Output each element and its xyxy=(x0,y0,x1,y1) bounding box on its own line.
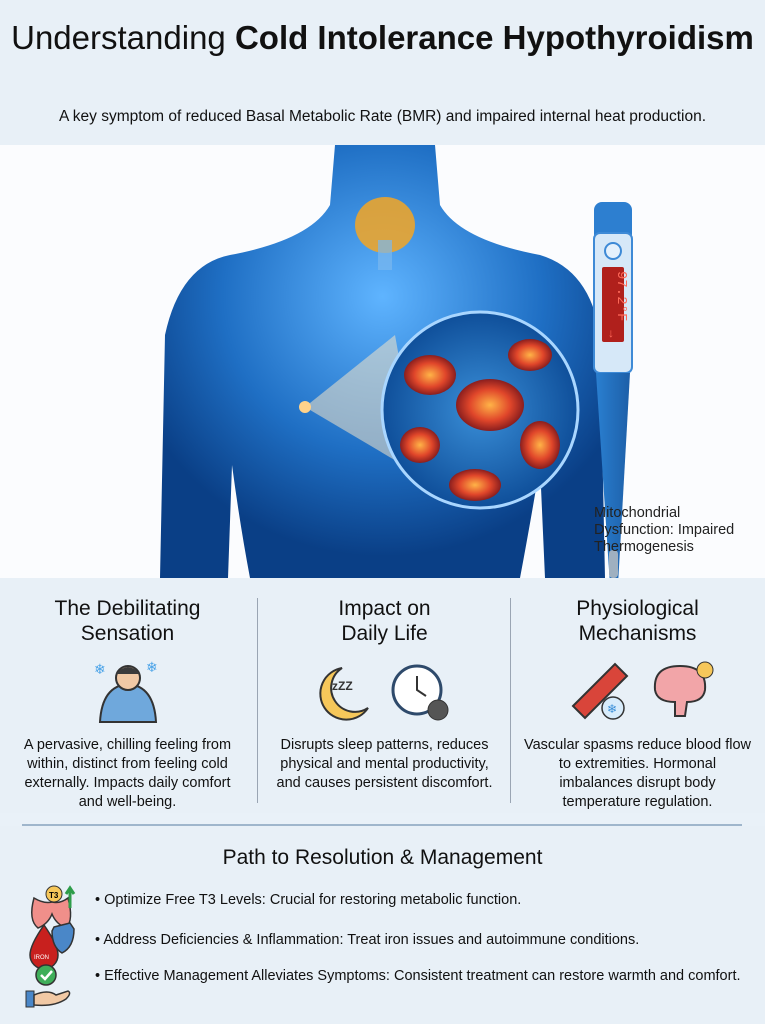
cold-person-blanket-icon: ❄❄ xyxy=(94,659,158,723)
divider xyxy=(257,598,258,803)
svg-text:T3: T3 xyxy=(49,891,59,900)
divider xyxy=(510,598,511,803)
thermometer-icon xyxy=(593,202,633,578)
thermometer-arrow: ↓ xyxy=(608,326,614,340)
column-daily-life: Impact on Daily Life zZZ Disrupts sleep … xyxy=(257,596,512,793)
column-text: A pervasive, chilling feeling from withi… xyxy=(23,737,232,810)
page-title: Understanding Cold Intolerance Hypothyro… xyxy=(0,18,765,58)
hero-illustration: 97.2°F ↓ xyxy=(0,145,765,578)
svg-text:IRON: IRON xyxy=(34,955,49,961)
item-text: Address Deficiencies & Inflammation: Tre… xyxy=(95,931,755,950)
body-illustration: 97.2°F ↓ xyxy=(160,145,633,578)
thyroid-t3-icon: T3 xyxy=(31,885,76,929)
hero-caption: Mitochondrial Dysfunction: Impaired Ther… xyxy=(594,505,734,556)
management-section: Path to Resolution & Management T3 Optim… xyxy=(0,826,765,1024)
column-text: Vascular spasms reduce blood flow to ext… xyxy=(524,737,752,810)
title-bold: Cold Intolerance Hypothyroidism xyxy=(234,19,754,56)
info-columns: The Debilitating Sensation ❄❄ A pervasiv… xyxy=(0,578,765,813)
column-title: The Debilitating Sensation xyxy=(54,597,201,645)
mitochondria xyxy=(400,339,560,501)
caption-line: Thermogenesis xyxy=(594,539,694,555)
item-text: Optimize Free T3 Levels: Crucial for res… xyxy=(95,891,755,910)
svg-text:❄: ❄ xyxy=(94,661,106,677)
thermometer-reading: 97.2°F xyxy=(613,271,629,321)
hand-check-icon xyxy=(25,964,71,1008)
item-text: Effective Management Alleviates Symptoms… xyxy=(95,967,755,986)
blood-vessel-icon: ❄ xyxy=(571,661,714,720)
column-title: Impact on Daily Life xyxy=(338,597,431,645)
header: Understanding Cold Intolerance Hypothyro… xyxy=(0,0,765,145)
section-title: Path to Resolution & Management xyxy=(222,846,543,869)
caption-line: Mitochondrial xyxy=(594,505,681,521)
brain-hormone-icon xyxy=(653,664,707,717)
svg-text:❄: ❄ xyxy=(607,702,617,716)
caption-line: Dysfunction: Impaired xyxy=(594,522,735,538)
column-sensation: The Debilitating Sensation ❄❄ A pervasiv… xyxy=(0,596,255,812)
title-light: Understanding xyxy=(11,19,226,56)
moon-sleep-icon: zZZ xyxy=(319,664,449,721)
section-divider xyxy=(22,824,742,826)
subtitle: A key symptom of reduced Basal Metabolic… xyxy=(58,108,706,125)
svg-text:zZZ: zZZ xyxy=(332,679,353,693)
column-mechanisms: Physiological Mechanisms ❄ Vascular spas… xyxy=(510,596,765,812)
column-title: Physiological Mechanisms xyxy=(576,597,699,645)
svg-text:❄: ❄ xyxy=(146,659,158,675)
thyroid-gland xyxy=(355,197,415,253)
iron-drop-shield-icon: IRON xyxy=(29,922,75,970)
column-text: Disrupts sleep patterns, reduces physica… xyxy=(276,737,493,791)
